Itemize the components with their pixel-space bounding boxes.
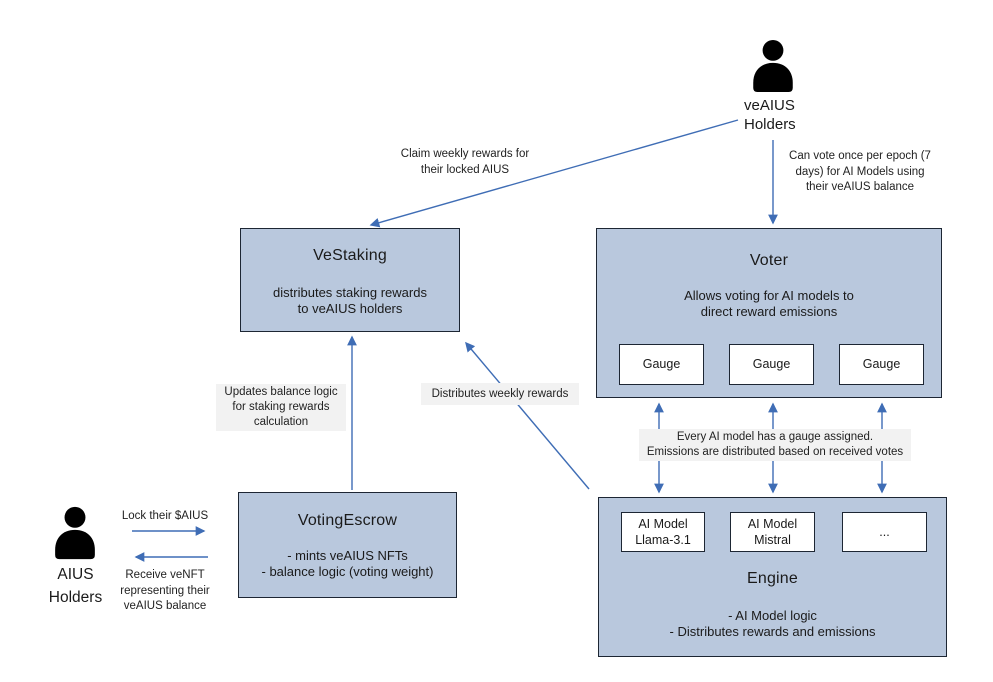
ai-model-box-mistral: AI Model Mistral [730,512,815,552]
vestaking-box: VeStaking distributes staking rewards to… [240,228,460,332]
engine-box: AI Model Llama-3.1 AI Model Mistral ... … [598,497,947,657]
vestaking-title: VeStaking [313,247,387,264]
vote-per-epoch-label: Can vote once per epoch (7 days) for AI … [789,150,931,194]
ai-model-box-more: ... [842,512,927,552]
gauge-box-2: Gauge [729,344,814,385]
votingescrow-title: VotingEscrow [297,512,398,529]
gauge-assignment-note: Every AI model has a gauge assigned. Emi… [639,429,911,461]
voter-box: Voter Allows voting for AI models to dir… [596,228,942,398]
updates-balance-note: Updates balance logic for staking reward… [216,384,346,431]
aius-holders-label: AIUS Holders [48,566,103,607]
votingescrow-box: VotingEscrow - mints veAIUS NFTs - balan… [238,492,457,598]
actor-veaius-holders: veAIUS Holders [744,40,796,133]
arrow-veaius-to-vestaking [369,119,739,228]
arrow-engine-to-vestaking [465,341,590,490]
distributes-rewards-note: Distributes weekly rewards [421,383,579,405]
engine-body: - AI Model logic - Distributes rewards a… [669,608,876,640]
voter-body: Allows voting for AI models to direct re… [684,288,854,320]
gauge-box-3: Gauge [839,344,924,385]
actor-aius-holders: AIUS Holders [49,505,102,606]
veaius-holders-label: veAIUS Holders [744,97,796,133]
vestaking-body: distributes staking rewards to veAIUS ho… [273,285,427,317]
voter-title: Voter [749,252,789,269]
receive-venft-label: Receive veNFT representing their veAIUS … [120,569,210,613]
person-icon [753,40,793,92]
gauge-box-1: Gauge [619,344,704,385]
votingescrow-body: - mints veAIUS NFTs - balance logic (vot… [261,548,434,580]
engine-title: Engine [746,570,799,587]
person-icon [55,506,95,560]
ai-model-box-llama: AI Model Llama-3.1 [621,512,705,552]
lock-aius-label: Lock their $AIUS [121,510,209,522]
claim-rewards-label: Claim weekly rewards for their locked AI… [400,148,530,176]
